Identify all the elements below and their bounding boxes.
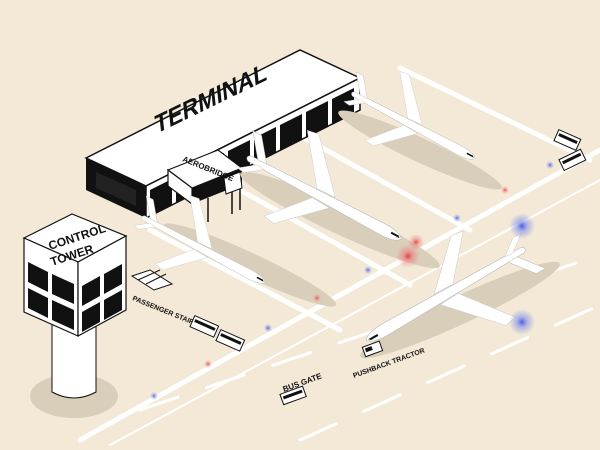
passenger-stair-label: PASSENGER STAIR [131, 295, 195, 326]
bus-icon [553, 128, 582, 151]
bus-icon [279, 385, 307, 406]
airplane-taxiing [341, 202, 561, 390]
vehicle-icon [215, 328, 246, 352]
bus-gate: BUS GATE [279, 371, 324, 406]
bus-icon [558, 148, 587, 172]
airplane-gate-3 [328, 51, 502, 192]
apron-lights [150, 161, 554, 400]
service-vehicles [189, 128, 587, 352]
vehicle-icon [189, 314, 220, 338]
vehicle-icon [361, 340, 384, 358]
passenger-stair: PASSENGER STAIR [130, 269, 195, 327]
airplane-gate-1 [118, 175, 337, 316]
airplane-gate-2 [218, 105, 440, 281]
control-tower: CONTROL TOWER [22, 213, 128, 418]
apron-markings [77, 65, 600, 446]
aerobridge: AEROBRIDGE [166, 149, 244, 226]
